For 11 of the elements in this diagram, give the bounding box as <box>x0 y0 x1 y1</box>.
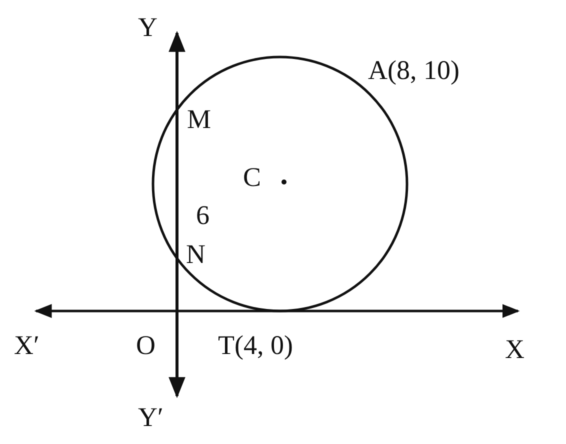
axis-label: X′ <box>14 332 40 359</box>
axis-label: X <box>505 336 524 363</box>
point-label: N <box>186 241 206 268</box>
point-label: T(4, 0) <box>218 332 293 359</box>
length-label: 6 <box>196 202 210 229</box>
point-label: M <box>187 106 212 133</box>
point-label: C <box>243 164 262 191</box>
axis-label: Y <box>138 14 158 41</box>
origin-label: O <box>136 332 156 359</box>
axis-label: Y′ <box>138 404 164 431</box>
point-label: A(8, 10) <box>368 57 460 84</box>
